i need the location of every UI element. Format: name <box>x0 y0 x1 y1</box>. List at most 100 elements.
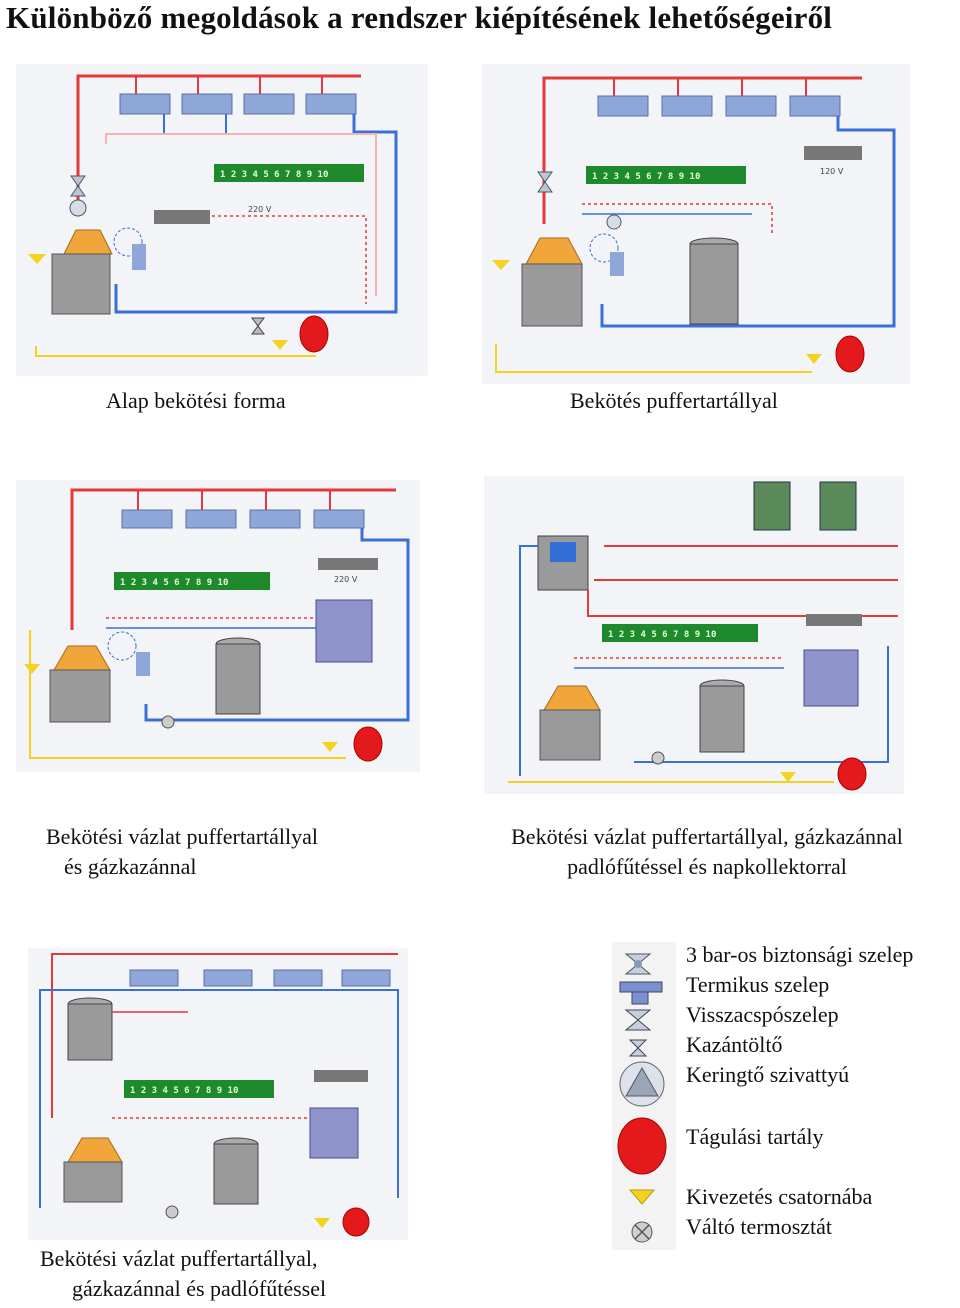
radiator <box>789 95 841 117</box>
boiler <box>63 1137 123 1203</box>
boiler <box>539 685 601 761</box>
diagram-basic-connection: 1 2 3 4 5 6 7 8 9 10 220 V <box>16 64 428 376</box>
circulation-pump-icon <box>619 1061 665 1107</box>
controller-numbers: 1 2 3 4 5 6 7 8 9 10 <box>220 170 328 180</box>
expansion-tank-icon <box>299 315 329 353</box>
controller-numbers: 1 2 3 4 5 6 7 8 9 10 <box>120 578 228 588</box>
diagram-buffer-tank: 1 2 3 4 5 6 7 8 9 10 120 V <box>482 64 910 384</box>
boiler <box>49 645 111 723</box>
return-pipe <box>600 116 896 328</box>
drain-funnel-icon <box>322 742 338 752</box>
buffer-tank <box>699 679 745 753</box>
drain-funnel-icon <box>806 354 822 364</box>
expansion-tank-icon <box>835 335 865 373</box>
safety-valve-icon <box>537 171 553 193</box>
drain-funnel-icon <box>28 254 46 264</box>
radiator <box>661 95 713 117</box>
legend-label-expansion-tank: Tágulási tartály <box>686 1124 824 1149</box>
caption-buffer-tank: Bekötés puffertartállyal <box>570 386 778 416</box>
controller <box>124 1080 274 1098</box>
drain-funnel-icon <box>492 260 510 270</box>
radiator <box>181 93 233 115</box>
thermal-valve-icon <box>132 244 146 270</box>
expansion-tank-icon <box>837 757 867 791</box>
thermal-valve-icon <box>619 981 663 1005</box>
radiator <box>341 969 391 987</box>
safety-valve-icon <box>624 953 652 975</box>
controller-numbers: 1 2 3 4 5 6 7 8 9 10 <box>592 172 700 182</box>
radiator <box>121 509 173 529</box>
gas-boiler <box>315 599 373 663</box>
solar-collector <box>819 481 857 531</box>
legend-label-switch-thermostat: Váltó termosztát <box>686 1214 833 1239</box>
buffer-tank <box>215 637 261 715</box>
diagram-buffer-gas-floor: 1 2 3 4 5 6 7 8 9 10 <box>28 948 408 1240</box>
radiator <box>203 969 253 987</box>
drain-funnel-icon <box>314 1218 330 1228</box>
radiator <box>119 93 171 115</box>
caption-buffer-gas-boiler: Bekötési vázlat puffertartállyal és gázk… <box>46 822 318 882</box>
thermal-valve-icon <box>610 252 624 276</box>
drain-funnel-icon <box>780 772 796 782</box>
radiator <box>597 95 649 117</box>
controller <box>586 166 746 184</box>
switch-thermostat-icon <box>631 1221 653 1243</box>
legend-label-boiler-filler: Kazántöltő <box>686 1032 783 1057</box>
switch-thermostat-icon <box>651 751 665 765</box>
circulation-pump-icon <box>69 199 87 217</box>
caption-line: Bekötés puffertartállyal <box>570 388 778 413</box>
gas-boiler <box>803 649 859 707</box>
legend-label-safety-valve: 3 bar-os biztonsági szelep <box>686 942 914 967</box>
caption-line: és gázkazánnal <box>64 854 197 879</box>
expansion-tank-icon <box>353 726 383 762</box>
buffer-tank <box>67 997 113 1061</box>
boiler <box>521 237 583 327</box>
return-pipe <box>634 646 889 763</box>
controller <box>214 164 364 182</box>
drain-funnel-icon <box>24 664 40 674</box>
caption-line: Bekötési vázlat puffertartállyal, <box>40 1246 318 1271</box>
boiler-filler-icon <box>628 1039 648 1057</box>
voltage-label: 220 V <box>334 575 358 584</box>
caption-line: Bekötési vázlat puffertartállyal, gázkaz… <box>511 824 903 849</box>
control-box <box>318 558 378 570</box>
radiator <box>305 93 357 115</box>
radiator <box>243 93 295 115</box>
control-box <box>314 1070 368 1082</box>
caption-buffer-gas-floor: Bekötési vázlat puffertartállyal, gázkaz… <box>40 1244 326 1304</box>
caption-line: padlófűtéssel és napkollektorral <box>567 854 847 879</box>
expansion-tank-icon <box>617 1117 667 1175</box>
controller <box>602 624 758 642</box>
boiler <box>51 229 113 315</box>
expansion-tank-icon <box>342 1207 370 1237</box>
radiator <box>185 509 237 529</box>
thermal-valve-icon <box>136 652 150 676</box>
radiator <box>725 95 777 117</box>
legend-label-thermal-valve: Termikus szelep <box>686 972 830 997</box>
legend-label-circulation-pump: Keringtő szivattyú <box>686 1062 850 1087</box>
radiator <box>129 969 179 987</box>
check-valve-icon <box>251 317 265 335</box>
radiator <box>249 509 301 529</box>
controller-numbers: 1 2 3 4 5 6 7 8 9 10 <box>608 630 716 640</box>
gas-boiler <box>309 1107 359 1159</box>
diagram-buffer-gas-boiler: 1 2 3 4 5 6 7 8 9 10 220 V <box>16 480 420 772</box>
caption-line: Alap bekötési forma <box>106 388 286 413</box>
switch-thermostat-icon <box>165 1205 179 1219</box>
caption-basic-connection: Alap bekötési forma <box>106 386 286 416</box>
legend-label-drain: Kivezetés csatornába <box>686 1184 873 1209</box>
controller <box>114 572 270 590</box>
circulation-pump-icon <box>606 214 622 230</box>
caption-line: Bekötési vázlat puffertartállyal <box>46 824 319 849</box>
drain-funnel-icon <box>272 340 288 350</box>
voltage-label: 120 V <box>820 167 844 176</box>
return-pipe <box>144 528 410 722</box>
buffer-tank <box>689 237 739 325</box>
supply-pipe <box>51 953 398 1118</box>
safety-valve-icon <box>70 175 86 197</box>
return-pipe <box>519 545 538 776</box>
diagram-buffer-gas-floor-solar: 1 2 3 4 5 6 7 8 9 10 <box>484 476 904 794</box>
buffer-tank <box>213 1137 259 1205</box>
controller-numbers: 1 2 3 4 5 6 7 8 9 10 <box>130 1086 238 1096</box>
return-pipe <box>39 989 399 1208</box>
